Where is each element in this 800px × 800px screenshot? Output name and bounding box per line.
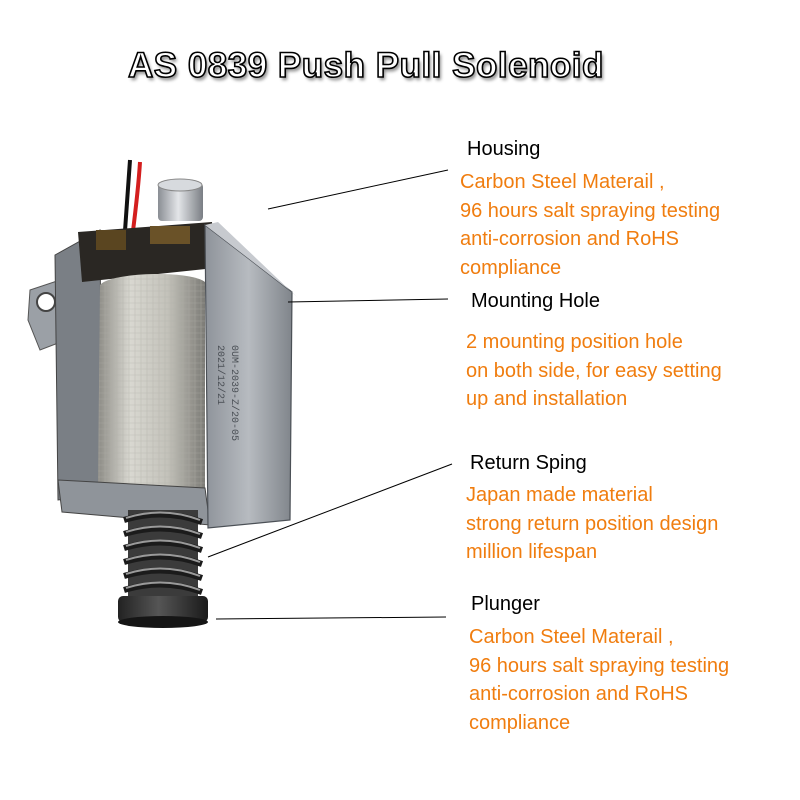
callout-desc-plunger: Carbon Steel Materail , 96 hours salt sp… — [469, 623, 729, 737]
callout-desc-line: compliance — [469, 711, 571, 734]
callout-desc-line: anti-corrosion and RoHS — [469, 683, 688, 705]
top-pin — [157, 178, 203, 221]
callout-desc-line: 96 hours salt spraying testing — [469, 654, 730, 677]
callout-desc-line: million lifespan — [466, 541, 598, 563]
callout-desc-housing: Carbon Steel Materail , 96 hours salt sp… — [460, 168, 720, 282]
return-spring — [123, 510, 204, 600]
callout-desc-line: Japan made material — [466, 484, 653, 506]
callout-desc-line: on both side, for easy setting — [466, 359, 722, 382]
callout-desc-line: 2 mounting position hole — [466, 331, 683, 353]
callout-label-housing: Housing — [467, 138, 541, 160]
leader-lines — [207, 169, 453, 620]
callout-desc-line: 96 hours salt spraying testing — [460, 199, 721, 222]
callout-desc-line: up and installation — [466, 388, 628, 410]
housing: 0UM-2039-Z/20-05 2021/12/21 — [204, 222, 298, 529]
plunger — [118, 596, 208, 628]
callout-desc-line: anti-corrosion and RoHS — [460, 228, 679, 250]
engraving-line-1: 0UM-2039-Z/20-05 — [228, 345, 240, 441]
callout-label-return-spring: Return Sping — [470, 452, 587, 474]
callout-desc-line: Carbon Steel Materail , — [460, 171, 665, 193]
callout-label-plunger: Plunger — [471, 593, 540, 615]
leader-mounting-hole — [287, 298, 449, 303]
callout-desc-line: Carbon Steel Materail , — [469, 626, 674, 648]
leader-return-spring — [207, 463, 453, 558]
page-title: AS 0839 Push Pull Solenoid — [127, 45, 604, 86]
callout-desc-line: compliance — [460, 256, 562, 279]
leader-housing — [267, 169, 449, 210]
callout-label-mounting-hole: Mounting Hole — [471, 290, 600, 312]
engraving-line-2: 2021/12/21 — [214, 345, 226, 405]
callout-desc-return-spring: Japan made material strong return positi… — [466, 481, 718, 567]
coil-winding — [98, 274, 205, 498]
callout-desc-line: strong return position design — [466, 512, 719, 535]
leader-plunger — [215, 616, 447, 620]
terminal-block — [78, 222, 215, 282]
callout-desc-mounting-hole: 2 mounting position hole on both side, f… — [466, 328, 722, 414]
